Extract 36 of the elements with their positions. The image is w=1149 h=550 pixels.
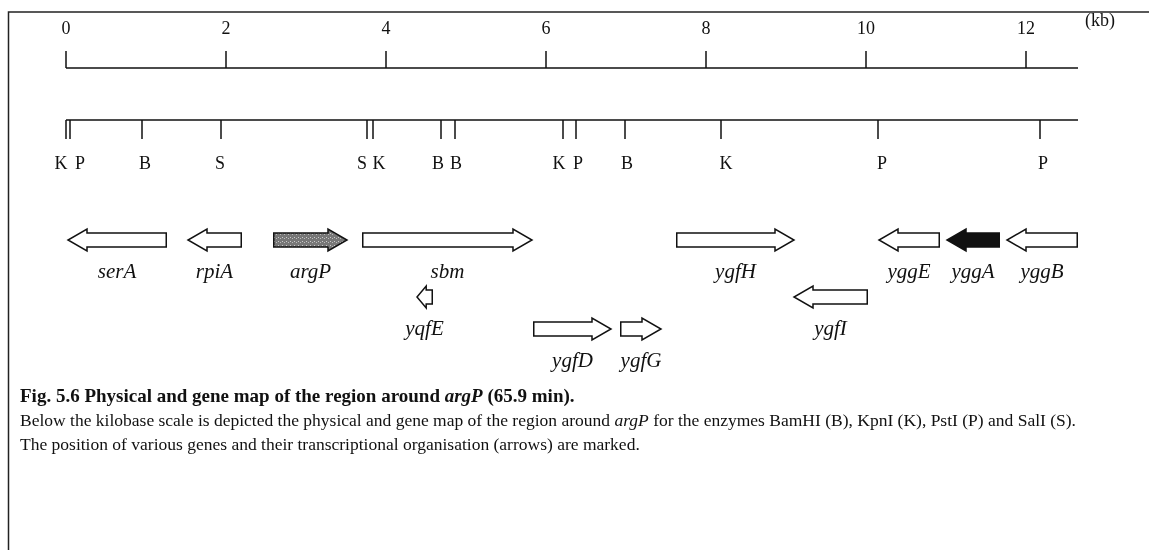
restriction-site-label: B <box>621 153 633 173</box>
scale-tick-label: 0 <box>61 18 71 38</box>
restriction-site-label: K <box>54 153 68 173</box>
restriction-site-label: B <box>432 153 444 173</box>
restriction-site-label: P <box>573 153 583 173</box>
gene-label: yqfE <box>405 317 444 339</box>
gene-label: ygfI <box>814 317 847 339</box>
restriction-site-label: K <box>719 153 733 173</box>
figure-title: Fig. 5.6 Physical and gene map of the region around argP (65.9 min). <box>20 385 575 407</box>
restriction-site-label: S <box>215 153 225 173</box>
scale-tick-label: 8 <box>701 18 711 38</box>
restriction-site-label: K <box>552 153 566 173</box>
gene-label: ygfG <box>620 349 662 371</box>
gene-label: argP <box>289 260 332 282</box>
gene-label: yggA <box>951 260 995 282</box>
restriction-site-label: B <box>450 153 462 173</box>
restriction-site-label: P <box>877 153 887 173</box>
gene-label: ygfH <box>715 260 756 282</box>
gene-label: ygfD <box>552 349 593 371</box>
restriction-site-label: P <box>1038 153 1048 173</box>
restriction-site-label: P <box>75 153 85 173</box>
gene-label: serA <box>97 260 137 282</box>
scale-tick-label: 2 <box>221 18 231 38</box>
figure-caption: Below the kilobase scale is depicted the physical and gene map of the region around argP for the enzymes BamHI (B), KpnI (K), PstI (P) and SalI (S). The position of various genes and their transcriptional organisation (arrows) are marked. <box>20 409 1076 456</box>
restriction-site-label: K <box>372 153 386 173</box>
gene-label: yggB <box>1020 260 1064 282</box>
scale-tick-label: 12 <box>1017 18 1035 38</box>
scale-tick-label: 10 <box>857 18 875 38</box>
gene-label: sbm <box>430 260 465 282</box>
scale-tick-label: 4 <box>381 18 391 38</box>
restriction-site-label: S <box>357 153 367 173</box>
gene-label: rpiA <box>195 260 234 282</box>
unit-label: (kb) <box>1085 10 1115 30</box>
scale-tick-label: 6 <box>541 18 551 38</box>
restriction-site-label: B <box>139 153 151 173</box>
gene-label: yggE <box>887 260 931 282</box>
